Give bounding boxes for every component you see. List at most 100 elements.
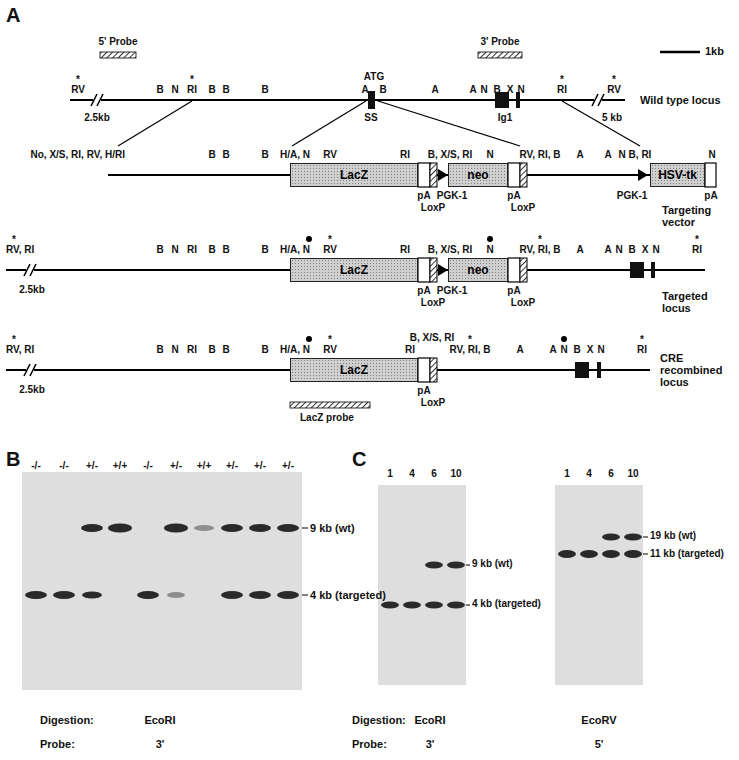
figure-label: RI <box>187 344 197 355</box>
figure-label: RV <box>323 149 337 160</box>
figure-label: 2.5kb <box>19 384 45 395</box>
figure-label: Digestion: <box>40 714 94 726</box>
figure-label: LacZ probe <box>300 412 354 423</box>
figure-label: 10 <box>450 468 461 479</box>
figure-label: B <box>379 84 386 95</box>
figure-label: B <box>261 149 268 160</box>
figure-label: B <box>208 149 215 160</box>
figure-label: RV, RI, B <box>519 149 560 160</box>
figure-label: A <box>576 244 583 255</box>
figure-label: X <box>642 244 649 255</box>
figure-label: LoxP <box>421 202 445 213</box>
figure-label: 1 <box>564 468 570 479</box>
figure-label: pA <box>507 285 520 296</box>
figure-label: A <box>469 84 476 95</box>
figure-label: No, X/S, RI, RV, H/RI <box>31 149 125 160</box>
figure-label: B <box>222 149 229 160</box>
figure-label: * <box>12 334 16 345</box>
figure-label: 6 <box>431 468 437 479</box>
figure-label: RI <box>187 244 197 255</box>
figure-label: * <box>76 74 80 85</box>
figure-label: Ig1 <box>498 112 512 123</box>
figure-label: 1 <box>387 468 393 479</box>
figure-label: +/- <box>170 460 182 471</box>
figure-label: B <box>208 84 215 95</box>
figure-label: B <box>261 84 268 95</box>
figure-label: 9 kb (wt) <box>310 522 355 534</box>
figure-label: 4 <box>409 468 415 479</box>
figure-label: A <box>604 149 611 160</box>
gene-cassette-box: neo <box>448 258 508 282</box>
figure-label: RV <box>323 344 337 355</box>
figure-label: 3' <box>156 738 165 750</box>
figure-label: B <box>261 344 268 355</box>
figure-label: * <box>612 74 616 85</box>
figure-label: RI <box>400 244 410 255</box>
figure-label: N <box>708 149 715 160</box>
figure-label: N <box>560 344 567 355</box>
figure-label: pA <box>704 190 717 201</box>
figure-label: N <box>517 84 524 95</box>
figure-label: EcoRI <box>414 714 445 726</box>
figure-label: RI <box>405 344 415 355</box>
figure-label: 3' Probe <box>480 36 519 47</box>
figure-label: N <box>171 244 178 255</box>
figure-label: B <box>208 244 215 255</box>
figure-label: A <box>549 344 556 355</box>
figure-label: 5' Probe <box>98 36 137 47</box>
figure-label: 2.5kb <box>19 284 45 295</box>
figure-label: RV, RI, B <box>449 344 490 355</box>
figure-label: PGK-1 <box>437 285 468 296</box>
figure-label: B <box>208 344 215 355</box>
figure-label: PGK-1 <box>617 190 648 201</box>
figure-label: CRE recombined locus <box>660 352 739 388</box>
figure-label: * <box>640 334 644 345</box>
figure-label: B <box>261 244 268 255</box>
figure-label: pA <box>417 385 430 396</box>
cassette-label: HSV-tk <box>658 168 697 182</box>
panel-letter: A <box>6 4 20 26</box>
figure-label: 4 <box>586 468 592 479</box>
figure-label: LoxP <box>511 297 535 308</box>
panel-letter: B <box>6 448 20 470</box>
figure-label: H/A, N <box>280 244 310 255</box>
figure-label: 5 kb <box>602 112 622 123</box>
figure-label: 5' <box>595 738 604 750</box>
figure-label: -/- <box>59 460 68 471</box>
figure-label: PGK-1 <box>437 190 468 201</box>
figure-label: pA <box>507 190 520 201</box>
gene-cassette-box: neo <box>448 163 508 187</box>
figure-label: +/+ <box>197 460 211 471</box>
figure-label: RV, RI <box>6 244 34 255</box>
figure-label: -/- <box>31 460 40 471</box>
cassette-label: LacZ <box>340 168 368 182</box>
figure-label: N <box>480 84 487 95</box>
cassette-label: neo <box>467 168 488 182</box>
figure-label: RV <box>323 244 337 255</box>
figure-label: N <box>486 244 493 255</box>
figure-label: * <box>695 234 699 245</box>
gene-cassette-box: LacZ <box>290 258 418 282</box>
figure-label: Probe: <box>352 738 387 750</box>
figure-label: LoxP <box>421 297 445 308</box>
figure-label: B <box>222 344 229 355</box>
figure-label: Probe: <box>40 738 75 750</box>
figure-label: LoxP <box>511 202 535 213</box>
figure-label: B, X/S, RI <box>428 244 472 255</box>
figure-label: N <box>615 244 622 255</box>
figure-label: B <box>222 244 229 255</box>
figure-label: +/- <box>86 460 98 471</box>
figure-label: RV <box>71 84 85 95</box>
figure-label: Wild type locus <box>640 94 721 106</box>
figure-label: N <box>171 84 178 95</box>
figure-label: LoxP <box>421 397 445 408</box>
figure-label: 1kb <box>705 45 724 57</box>
figure-label: 4 kb (targeted) <box>472 598 541 609</box>
figure-label: A <box>576 149 583 160</box>
gene-cassette-box: HSV-tk <box>650 163 705 187</box>
figure-label: RI <box>187 84 197 95</box>
figure-label: -/- <box>143 460 152 471</box>
figure-label: A <box>516 344 523 355</box>
figure-label: * <box>560 74 564 85</box>
